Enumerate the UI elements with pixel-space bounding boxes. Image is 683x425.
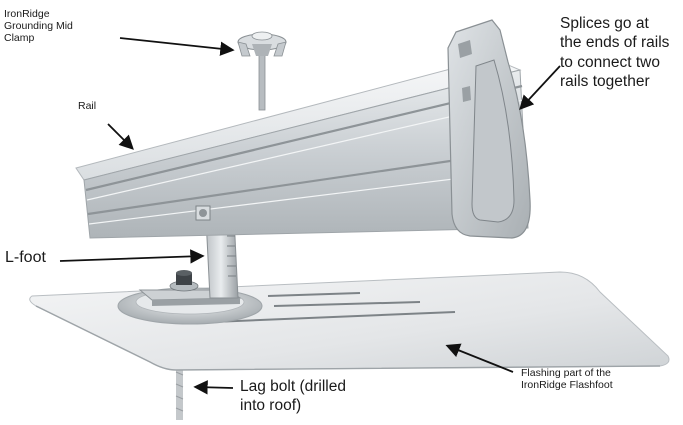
- rail-bolt: [195, 205, 211, 221]
- rail: [75, 19, 531, 239]
- arrow-rail: [107, 123, 134, 150]
- arrow-flashing: [445, 343, 514, 373]
- arrow-lfoot: [59, 249, 205, 264]
- label-grounding-mid-clamp: IronRidge Grounding Mid Clamp: [4, 8, 73, 45]
- label-flashing: Flashing part of the IronRidge Flashfoot: [521, 367, 613, 392]
- label-rail: Rail: [78, 100, 97, 112]
- arrow-lagbolt: [193, 380, 234, 395]
- label-lag-bolt: Lag bolt (drilled into roof): [240, 378, 346, 415]
- arrow-splice: [519, 65, 561, 110]
- flashing-plate: [29, 271, 670, 371]
- label-l-foot: L-foot: [5, 249, 46, 266]
- arrow-clamp: [119, 37, 235, 56]
- annotation-arrows: [59, 37, 561, 395]
- mid-clamp: [237, 31, 287, 111]
- label-splices: Splices go at the ends of rails to conne…: [560, 15, 670, 91]
